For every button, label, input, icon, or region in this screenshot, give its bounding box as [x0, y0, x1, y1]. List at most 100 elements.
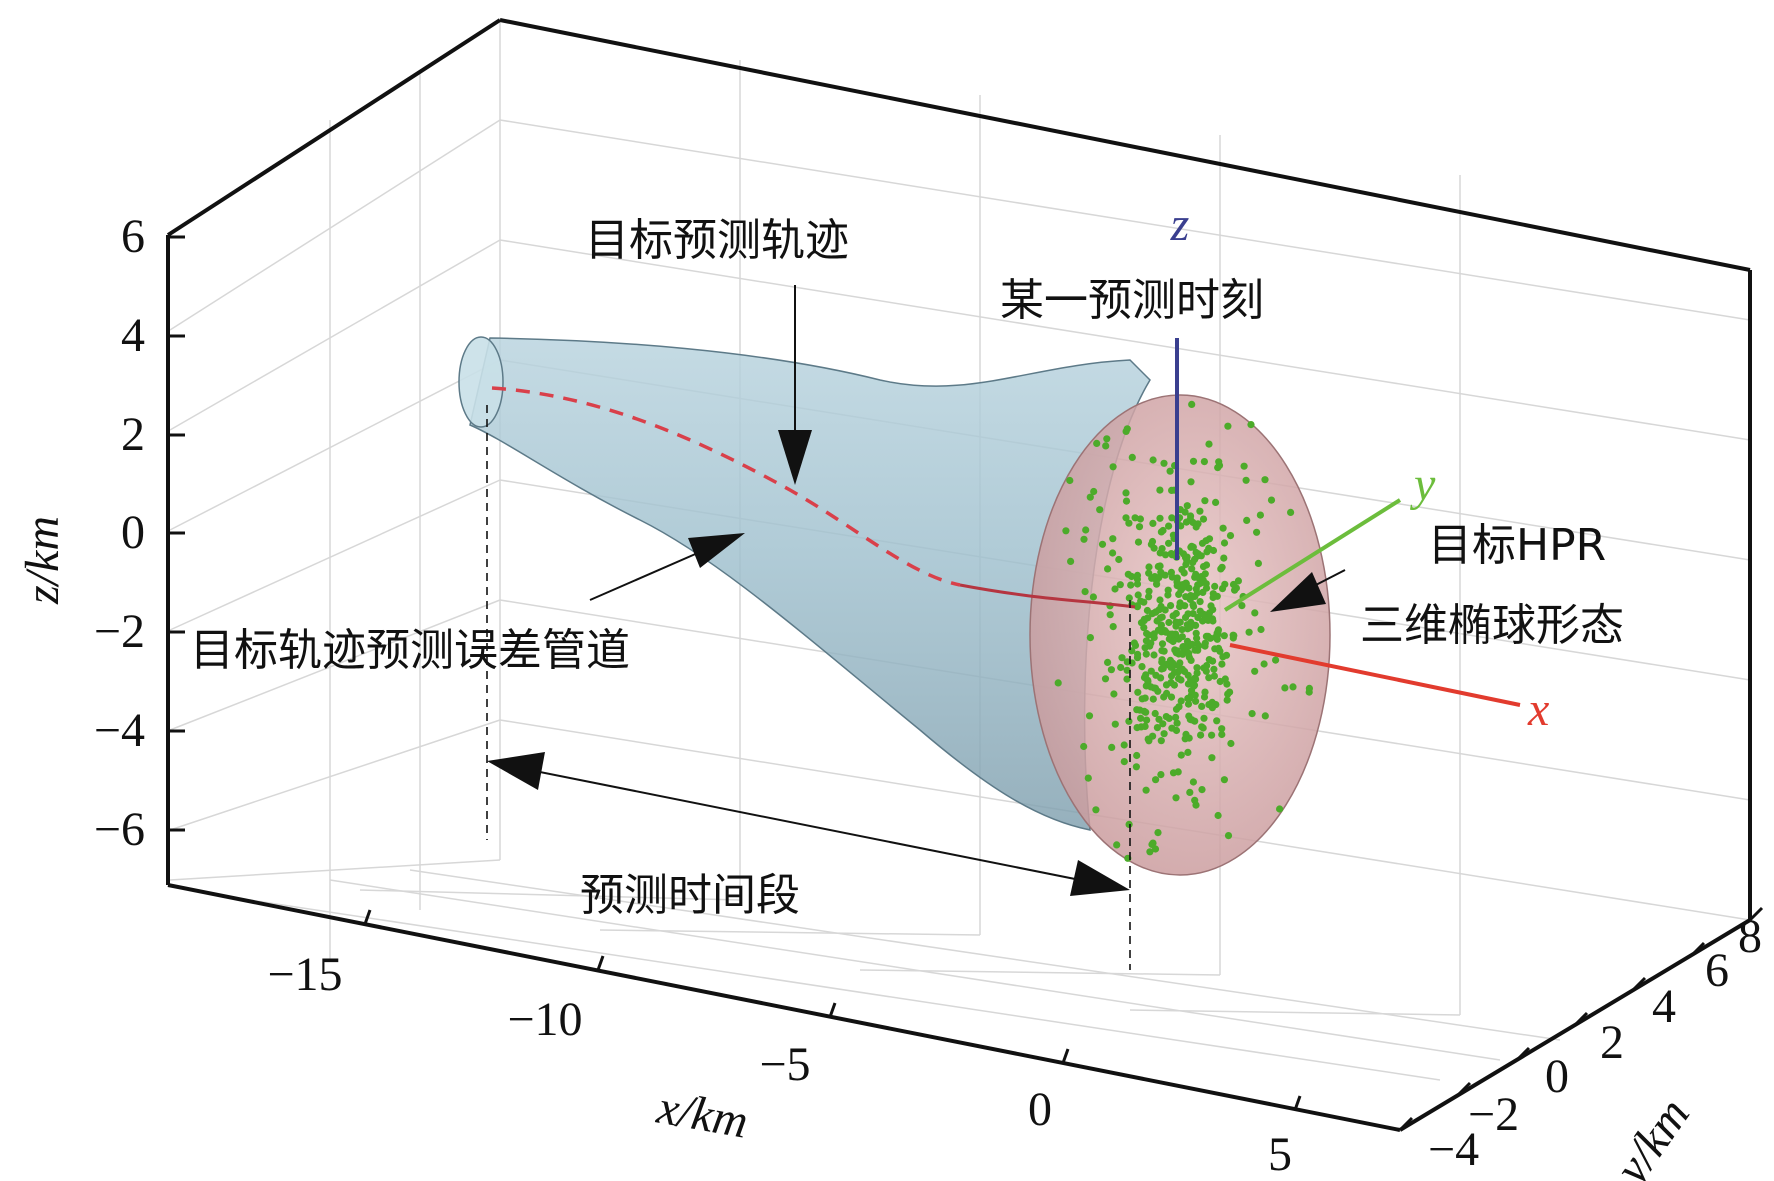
- hpr-point: [1198, 702, 1206, 711]
- hpr-point: [1123, 666, 1131, 674]
- hpr-point: [1201, 497, 1209, 505]
- hpr-point: [1175, 590, 1183, 599]
- hpr-point: [1167, 672, 1176, 680]
- hpr-point: [1242, 476, 1250, 484]
- hpr-point: [1175, 703, 1183, 711]
- hpr-point: [1197, 731, 1205, 739]
- hpr-point: [1171, 646, 1179, 654]
- hpr-point: [1199, 515, 1208, 523]
- z-axis: 6 4 2 0 −2 −4 −6 z/km: [16, 210, 185, 856]
- hpr-point: [1152, 776, 1160, 784]
- hpr-point: [1149, 456, 1157, 464]
- hpr-point: [1145, 593, 1153, 601]
- hpr-point: [1160, 730, 1168, 738]
- hpr-point: [1148, 574, 1156, 582]
- hpr-point: [1281, 684, 1289, 692]
- hpr-point: [1125, 717, 1133, 725]
- hpr-point: [1111, 720, 1119, 728]
- hpr-point: [1184, 700, 1193, 708]
- hpr-point: [1086, 493, 1094, 501]
- hpr-point: [1133, 751, 1141, 760]
- hpr-point: [1174, 675, 1183, 683]
- hpr-point: [1214, 626, 1222, 634]
- hpr-point: [1107, 666, 1115, 674]
- hpr-point: [1257, 625, 1265, 634]
- hpr-point: [1217, 565, 1225, 573]
- hpr-point: [1160, 647, 1168, 655]
- hpr-point: [1234, 577, 1242, 585]
- hpr-point: [1163, 689, 1171, 698]
- hpr-point: [1194, 646, 1202, 654]
- hpr-point: [1200, 693, 1209, 701]
- hpr-point: [1131, 641, 1140, 650]
- hpr-point: [1192, 570, 1200, 579]
- hpr-point: [1289, 683, 1297, 691]
- hpr-point: [1081, 588, 1089, 596]
- hpr-point: [1190, 682, 1198, 690]
- hpr-point: [1256, 511, 1264, 519]
- hpr-point: [1209, 657, 1217, 665]
- hpr-point: [1165, 618, 1173, 627]
- hpr-point: [1210, 665, 1218, 673]
- hpr-point: [1092, 806, 1100, 814]
- hpr-point: [1101, 675, 1110, 683]
- hpr-point: [1158, 658, 1166, 666]
- hpr-point: [1197, 552, 1205, 560]
- hpr-point: [1145, 631, 1153, 639]
- hpr-point: [1172, 726, 1181, 735]
- interval-arrow: [494, 762, 1121, 889]
- hpr-point: [1123, 675, 1131, 683]
- hpr-point: [1157, 737, 1165, 745]
- hpr-point: [1191, 796, 1199, 804]
- hpr-point: [1143, 716, 1151, 724]
- hpr-point: [1141, 694, 1149, 702]
- local-x-label: x: [1527, 683, 1549, 736]
- hpr-point: [1142, 786, 1150, 794]
- hpr-point: [1159, 664, 1167, 673]
- hpr-point: [1200, 458, 1208, 466]
- hpr-point: [1158, 640, 1167, 648]
- hpr-point: [1104, 565, 1112, 573]
- hpr-point: [1096, 506, 1104, 514]
- hpr-point: [1151, 709, 1159, 718]
- hpr-point: [1305, 684, 1313, 693]
- hpr-point: [1142, 650, 1150, 658]
- hpr-point: [1209, 593, 1217, 602]
- annotation-prediction-interval: 预测时间段: [580, 870, 800, 921]
- z-axis-label: z/km: [16, 516, 69, 605]
- hpr-point: [1191, 555, 1199, 564]
- hpr-point: [1138, 663, 1146, 671]
- hpr-point: [1116, 581, 1124, 589]
- hpr-point: [1192, 629, 1200, 637]
- hpr-point: [1202, 537, 1210, 545]
- hpr-point: [1205, 440, 1213, 448]
- hpr-point: [1253, 528, 1261, 536]
- hpr-point: [1103, 435, 1111, 443]
- hpr-point: [1132, 763, 1140, 771]
- hpr-point: [1178, 633, 1186, 641]
- y-tick: 4: [1652, 980, 1676, 1033]
- hpr-point: [1238, 602, 1246, 610]
- hpr-point: [1172, 609, 1180, 618]
- hpr-point: [1145, 563, 1153, 571]
- hpr-point: [1134, 538, 1143, 546]
- hpr-point: [1205, 544, 1213, 553]
- hpr-point: [1227, 739, 1235, 748]
- local-x-axis: [1229, 643, 1521, 707]
- z-tick: −4: [94, 704, 145, 757]
- y-axis: −4 −2 0 2 4 6 8 y/km: [1398, 906, 1764, 1181]
- hpr-point: [1134, 688, 1142, 696]
- hpr-point: [1181, 508, 1189, 516]
- hpr-point: [1183, 502, 1191, 510]
- hpr-point: [1172, 794, 1180, 802]
- hpr-point: [1168, 514, 1176, 522]
- hpr-point: [1156, 549, 1164, 557]
- hpr-point: [1109, 623, 1117, 631]
- hpr-point: [1109, 549, 1117, 557]
- hpr-point: [1210, 672, 1218, 680]
- hpr-point: [1208, 704, 1216, 712]
- hpr-point: [1198, 786, 1206, 794]
- hpr-point: [1154, 829, 1162, 837]
- hpr-point: [1125, 820, 1133, 829]
- hpr-point: [1231, 586, 1239, 594]
